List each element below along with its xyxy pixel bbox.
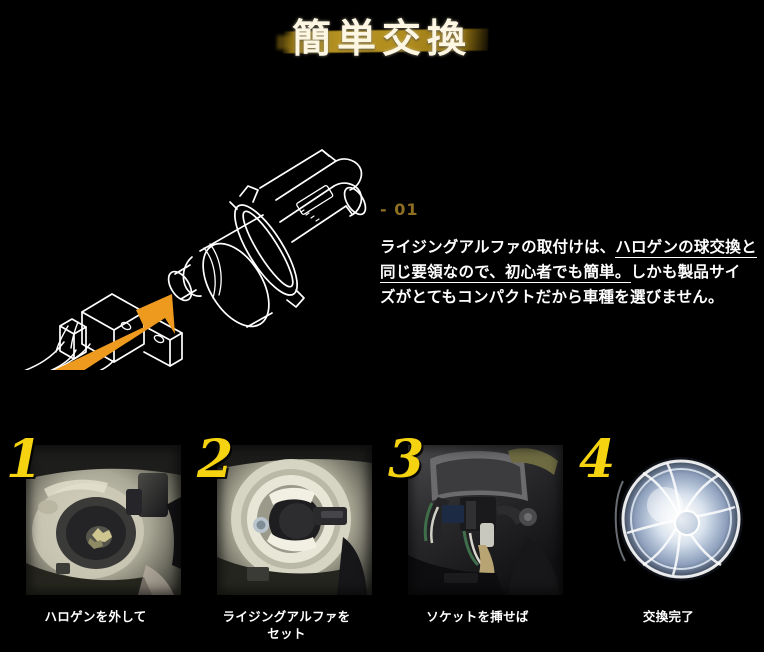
- step-caption-2-line-2: セット: [267, 626, 306, 641]
- step-caption-2: ライジングアルファを セット: [191, 608, 382, 642]
- steps-row: 1 ハロゲンを外して: [0, 432, 764, 652]
- step-number-2: 2: [197, 429, 234, 490]
- step-caption-4: 交換完了: [573, 608, 764, 625]
- step-number-4: 4: [579, 429, 616, 490]
- h4-bulb-line-drawing-svg: [24, 149, 367, 370]
- step-caption-2-line-1: ライジングアルファを: [222, 609, 351, 624]
- step-caption-3-line-1: ソケットを挿せば: [426, 609, 529, 624]
- page-title-area: 簡単交換: [0, 0, 764, 72]
- orange-arrow-icon: [54, 294, 175, 370]
- photo-socket-insert-art: [408, 445, 563, 595]
- step-caption-4-line-1: 交換完了: [642, 609, 695, 624]
- step-number-1: 1: [6, 429, 43, 490]
- step-cell-2: 2 ライジングアルファを セット: [191, 432, 382, 652]
- body-line-1: ライジングアルファの取付けは、ハロゲンの球交換と: [380, 235, 757, 260]
- page-title: 簡単交換: [291, 17, 472, 62]
- bulb-socket-illustration: [4, 130, 372, 370]
- photo-headlight-lit-art: [599, 445, 754, 595]
- feature-step-label: - 01: [380, 200, 419, 219]
- feature-copy-block: - 01 ライジングアルファの取付けは、ハロゲンの球交換と 同じ要領なので、初心…: [380, 200, 757, 310]
- step-number-3: 3: [388, 429, 425, 490]
- step-cell-1: 1 ハロゲンを外して: [0, 432, 191, 652]
- photo-socket-insert: [408, 445, 563, 595]
- photo-halogen-removal: [26, 445, 181, 595]
- photo-headlight-lit: [599, 445, 754, 595]
- step-caption-1-line-1: ハロゲンを外して: [44, 609, 147, 624]
- step-cell-3: 3 ソケットを挿せば: [382, 432, 573, 652]
- step-caption-3: ソケットを挿せば: [382, 608, 573, 625]
- step-cell-4: 4 交換完了: [573, 432, 764, 652]
- body-line-1-plain: ライジングアルファの取付けは、: [380, 238, 616, 256]
- body-line-3: ズがとてもコンパクトだから車種を選びません。: [380, 285, 740, 310]
- body-line-1-underlined: ハロゲンの球交換と: [615, 238, 757, 258]
- body-line-2: 同じ要領なので、初心者でも簡単。しかも製品サイ: [380, 260, 740, 285]
- photo-bulb-seated: [217, 445, 372, 595]
- body-line-3-plain: ズがとてもコンパクトだから車種を選びません。: [380, 288, 724, 306]
- feature-body-text: ライジングアルファの取付けは、ハロゲンの球交換と 同じ要領なので、初心者でも簡単…: [380, 235, 757, 310]
- body-line-2-plain: しかも製品サイ: [630, 263, 741, 281]
- photo-bulb-seated-art: [217, 445, 372, 595]
- photo-halogen-removal-art: [26, 445, 181, 595]
- step-caption-1: ハロゲンを外して: [0, 608, 191, 625]
- body-line-2-underlined: 同じ要領なので、初心者でも簡単。: [380, 263, 631, 283]
